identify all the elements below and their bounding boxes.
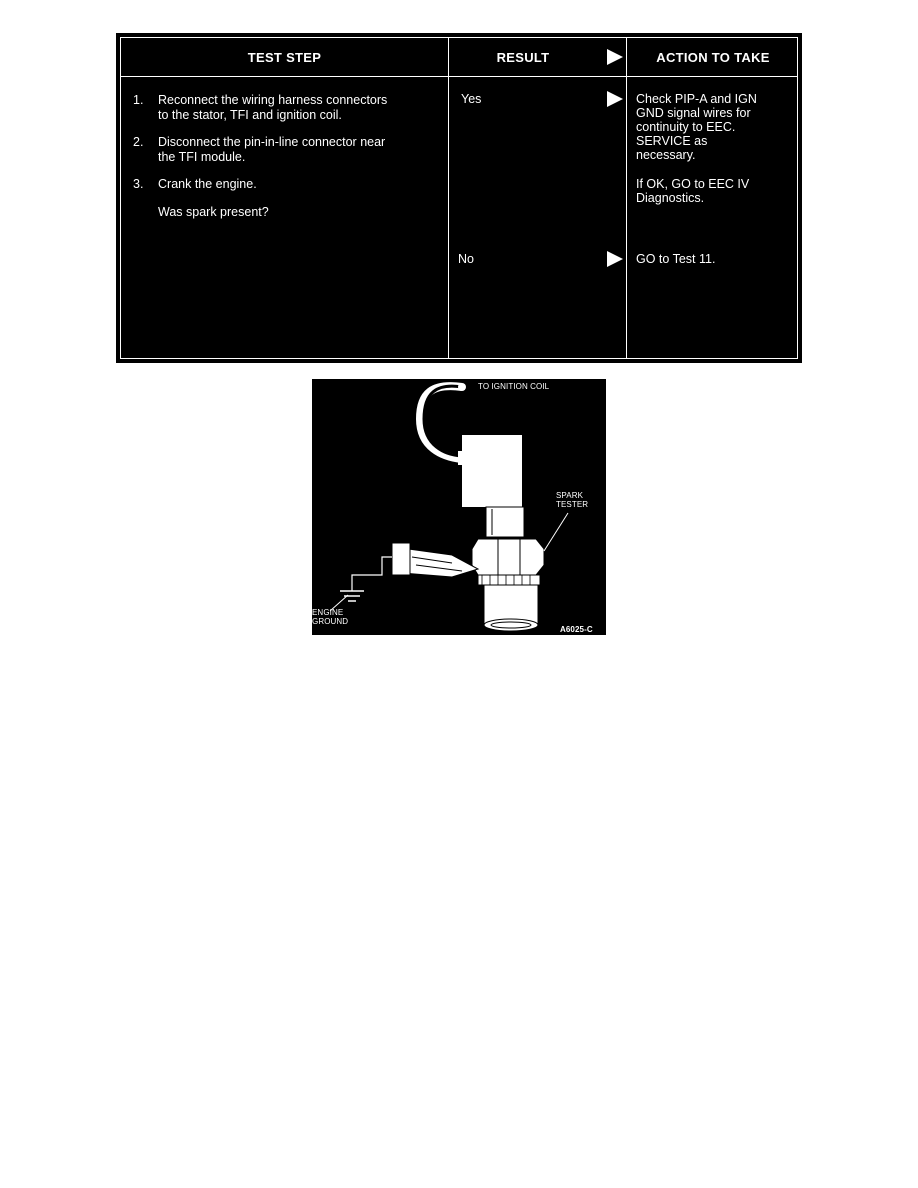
action-line: Check PIP-A and IGN (636, 92, 757, 106)
header-result: RESULT (496, 49, 550, 65)
step-number: 2. (133, 135, 144, 149)
action-line: GND signal wires for (636, 106, 751, 120)
result-no: No (458, 252, 474, 266)
header-test-step: TEST STEP (247, 49, 322, 65)
action-line: SERVICE as (636, 134, 708, 148)
header-action: ACTION TO TAKE (656, 49, 770, 65)
step-text: to the stator, TFI and ignition coil. (158, 108, 342, 122)
step-text: the TFI module. (158, 150, 246, 164)
column-divider (448, 38, 449, 358)
table-frame: TEST STEP RESULT ACTION TO TAKE 1. Recon… (120, 37, 798, 359)
header-divider (121, 76, 797, 77)
test-step-table: TEST STEP RESULT ACTION TO TAKE 1. Recon… (116, 33, 802, 363)
label-engine-ground: GROUND (312, 617, 349, 626)
action-line: Diagnostics. (636, 191, 705, 205)
result-yes: Yes (461, 92, 482, 106)
spark-tester-drawing (329, 382, 569, 632)
arrow-right-icon (607, 251, 623, 267)
spark-tester-illustration: TO IGNITION COIL SPARK TESTER ENGINE GRO… (312, 379, 606, 635)
action-line: If OK, GO to EEC IV (636, 177, 750, 191)
label-spark-tester: SPARK (556, 491, 584, 500)
action-line: GO to Test 11. (636, 252, 716, 266)
column-divider (626, 38, 627, 358)
arrow-right-icon (607, 91, 623, 107)
label-engine-ground: ENGINE (312, 608, 344, 617)
action-line: necessary. (636, 148, 696, 162)
step-text: Crank the engine. (158, 177, 257, 191)
figure-code: A6025-C (560, 625, 593, 634)
step-number: 1. (133, 93, 144, 107)
step-question: Was spark present? (158, 205, 269, 219)
label-ignition-coil: TO IGNITION COIL (478, 382, 550, 391)
step-text: Disconnect the pin-in-line connector nea… (158, 135, 386, 149)
arrow-right-icon (607, 49, 623, 65)
action-line: continuity to EEC. (636, 120, 736, 134)
step-number: 3. (133, 177, 144, 191)
label-spark-tester: TESTER (556, 500, 589, 509)
step-text: Reconnect the wiring harness connectors (158, 93, 388, 107)
